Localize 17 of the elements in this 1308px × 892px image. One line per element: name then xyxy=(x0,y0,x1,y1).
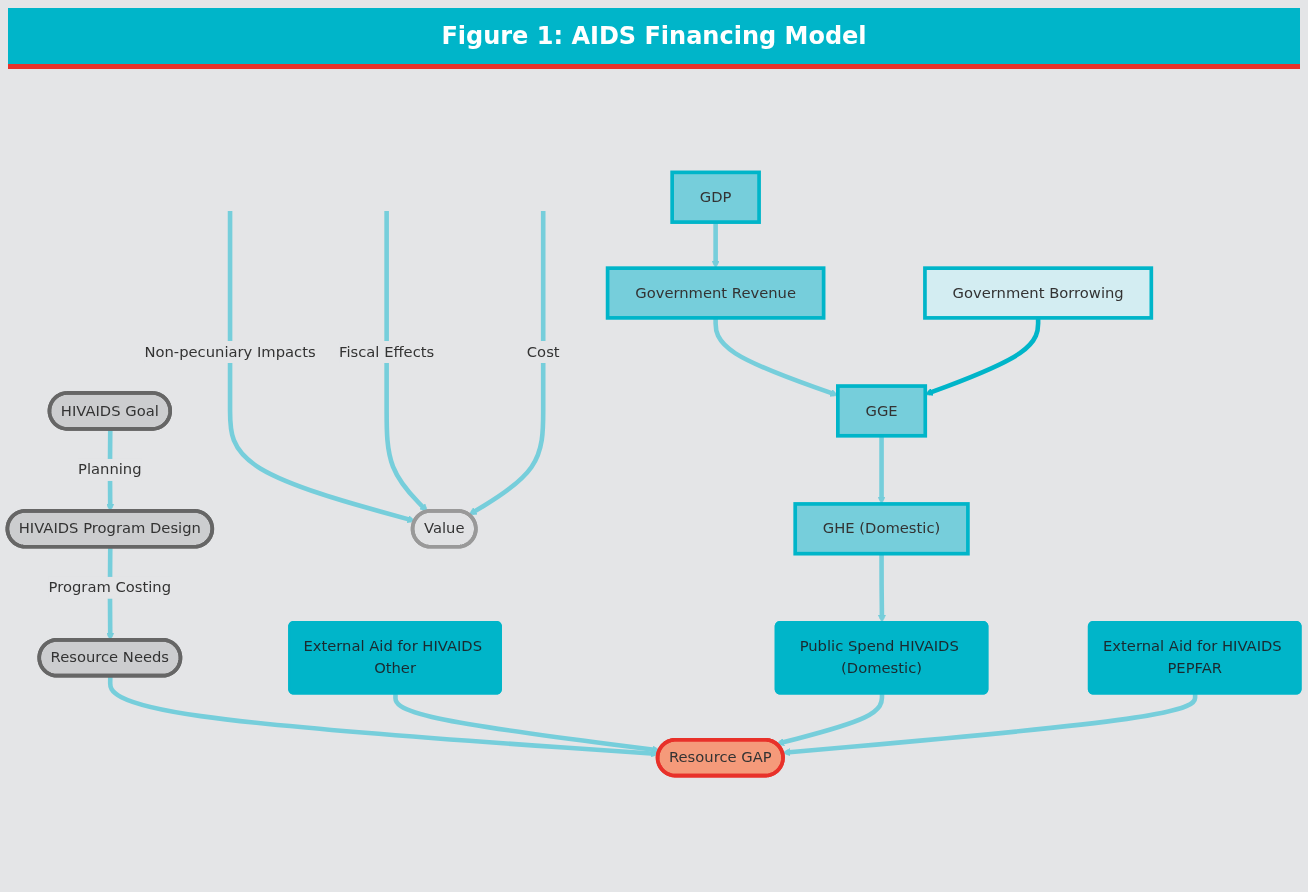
node-box: Government Revenue xyxy=(605,266,826,320)
title-banner: Figure 1: AIDS Financing Model xyxy=(8,8,1300,69)
edge-label: Cost xyxy=(526,342,560,361)
arrow xyxy=(711,222,720,269)
edge-label: Program Costing xyxy=(48,578,172,597)
edge-label: Planning xyxy=(78,460,142,479)
node-box: Government Borrowing xyxy=(923,266,1154,320)
arrow xyxy=(776,694,885,747)
arrow xyxy=(877,553,886,623)
arrow xyxy=(384,211,428,512)
node-box: GHE (Domestic) xyxy=(793,502,970,556)
arrow xyxy=(468,211,546,516)
arrow xyxy=(782,694,1198,757)
edge-label: Fiscal Effects xyxy=(339,342,435,361)
edge-label: Non-pecuniary Impacts xyxy=(144,342,316,361)
node-box: GDP xyxy=(670,170,761,224)
node-box: GGE xyxy=(836,384,928,438)
